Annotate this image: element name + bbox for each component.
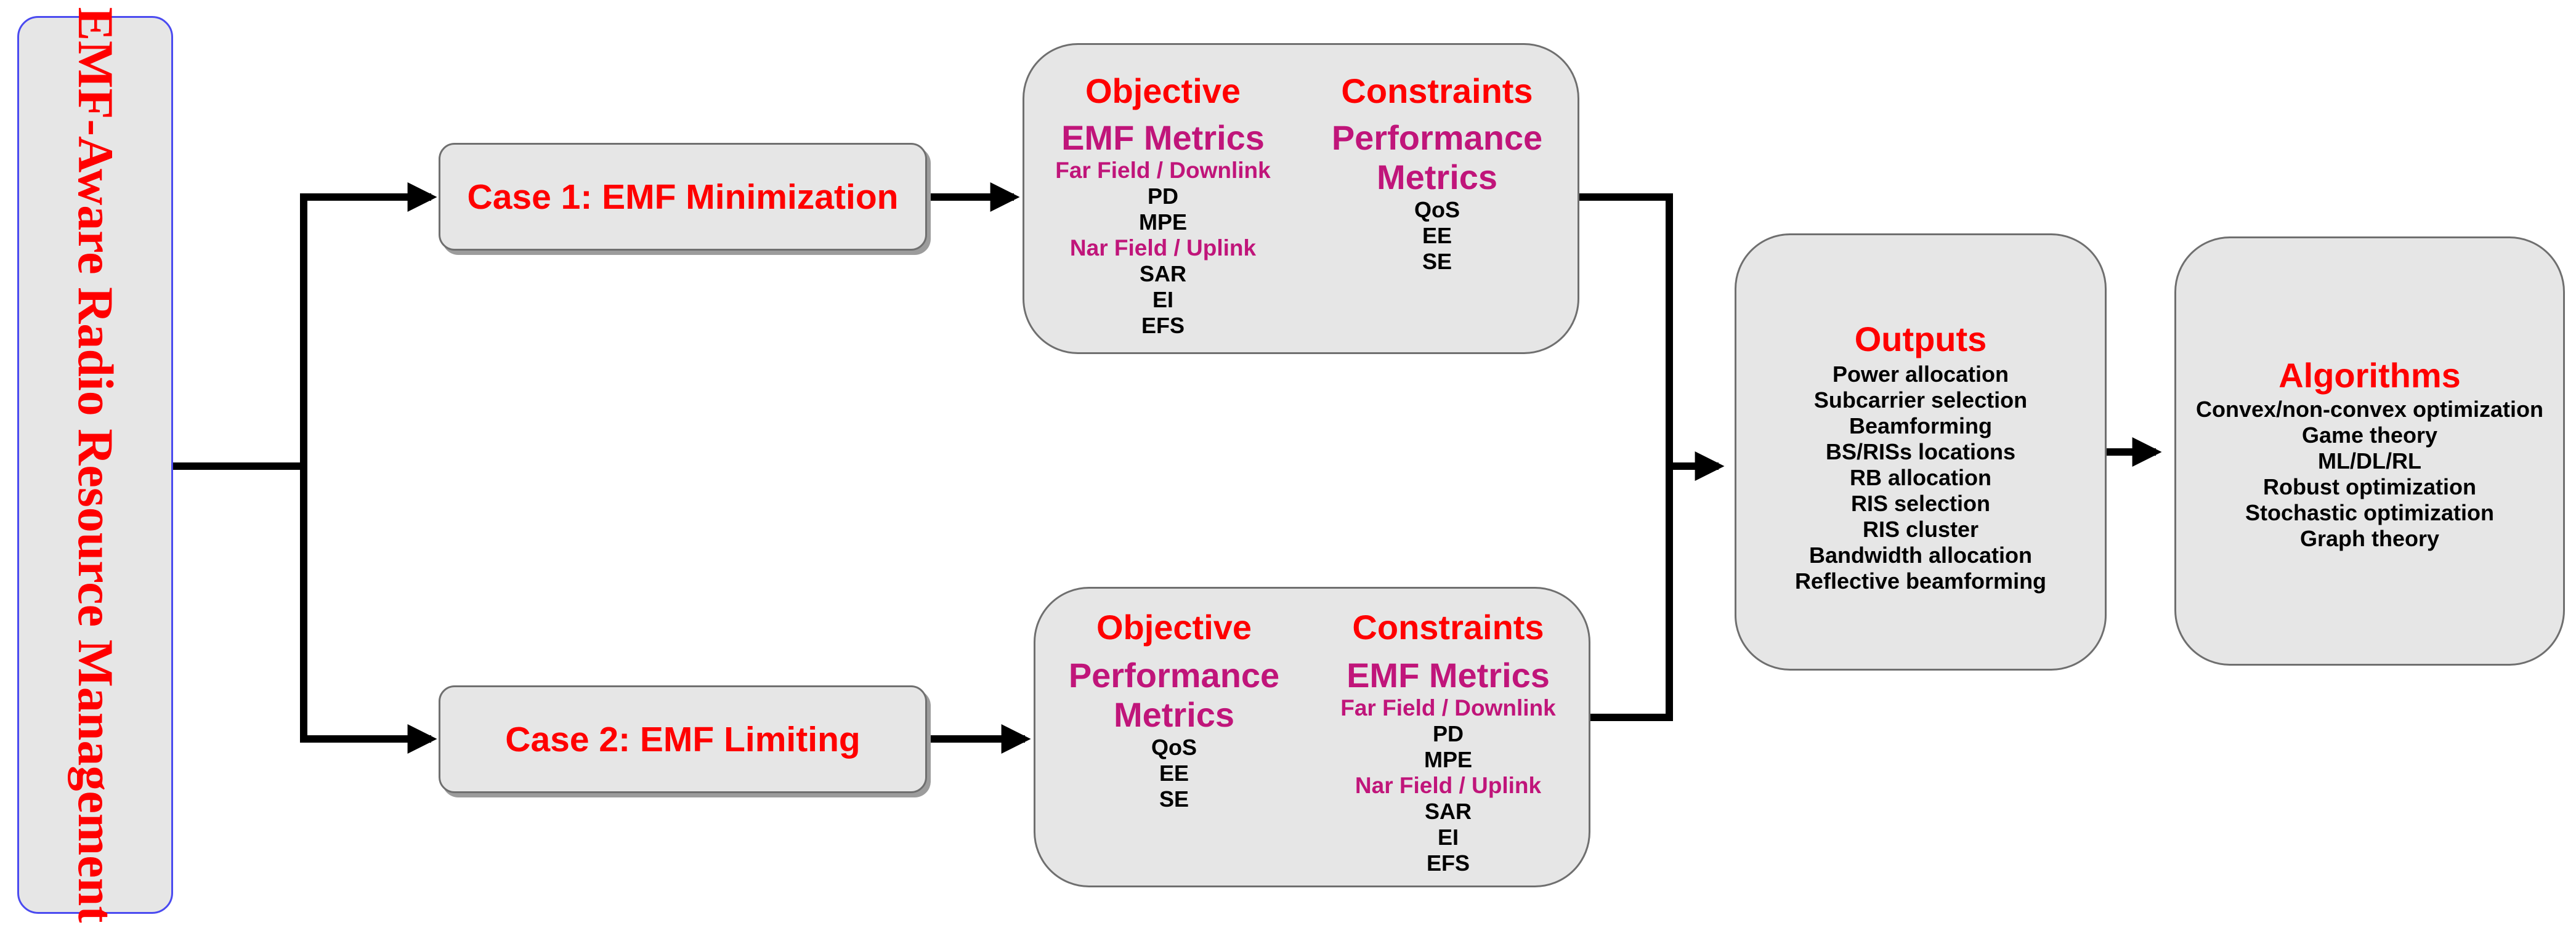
case1-box: Case 1: EMF Minimization [439,143,927,251]
algorithm-item: Graph theory [2299,526,2440,551]
outputs-box: Outputs Power allocation Subcarrier sele… [1735,233,2107,671]
output-item: RIS selection [1850,491,1991,516]
case1-metric-ee: EE [1422,223,1452,248]
case2-objective-column: Objective Performance Metrics QoS EE SE [1035,607,1313,812]
outputs-title: Outputs [1854,320,1987,358]
case1-metric-ei: EI [1152,287,1173,312]
output-item: RIS cluster [1862,517,1979,542]
algorithm-item: Convex/non-convex optimization [2195,397,2544,422]
case2-metric-qos: QoS [1151,735,1197,760]
case1-constraints-title-line1: Performance [1331,118,1543,157]
outputs-column: Outputs Power allocation Subcarrier sele… [1736,319,2105,594]
case2-metric-ee: EE [1159,760,1189,786]
case1-objective-title: EMF Metrics [1061,118,1265,157]
case1-metric-qos: QoS [1414,197,1460,222]
case1-far-field-label: Far Field / Downlink [1055,158,1271,183]
connector-box1-merge [1579,193,1673,717]
algorithm-item: Game theory [2301,422,2438,448]
algorithms-box: Algorithms Convex/non-convex optimizatio… [2174,236,2565,666]
case2-metric-sar: SAR [1424,799,1472,824]
algorithms-title: Algorithms [2278,356,2461,395]
title-box: EMF-Aware Radio Resource Management [17,7,173,923]
case1-metric-mpe: MPE [1138,209,1187,235]
output-item: Bandwidth allocation [1808,543,2032,568]
case2-constraints-header: Constraints [1352,608,1544,647]
diagram-title: EMF-Aware Radio Resource Management [67,7,124,923]
algorithm-item: Robust optimization [2263,474,2476,499]
output-item: BS/RISs locations [1825,439,2016,464]
algorithm-item: ML/DL/RL [2318,448,2421,474]
case2-near-field-label: Nar Field / Uplink [1355,773,1542,798]
case2-objective-header: Objective [1096,608,1252,647]
case2-objective-constraints-box: Objective Performance Metrics QoS EE SE … [1034,587,1590,887]
case2-objective-title-line2: Metrics [1113,695,1235,734]
case1-near-field-label: Nar Field / Uplink [1069,235,1257,260]
algorithms-column: Algorithms Convex/non-convex optimizatio… [2176,355,2563,552]
case2-constraints-column: Constraints EMF Metrics Far Field / Down… [1306,607,1590,876]
case1-objective-header: Objective [1085,71,1241,110]
output-item: Power allocation [1832,361,2009,387]
case2-far-field-label: Far Field / Downlink [1340,695,1556,720]
case2-box: Case 2: EMF Limiting [439,685,927,793]
case1-label: Case 1: EMF Minimization [467,177,899,217]
output-item: Subcarrier selection [1813,387,2028,413]
case2-constraints-title: EMF Metrics [1347,656,1550,695]
case2-metric-efs: EFS [1426,850,1470,876]
output-item: Reflective beamforming [1794,568,2047,594]
case1-metric-efs: EFS [1141,313,1185,338]
case1-constraints-column: Constraints Performance Metrics QoS EE S… [1295,71,1579,275]
case2-metric-ei: EI [1437,825,1459,850]
case2-metric-mpe: MPE [1424,747,1472,772]
case1-objective-constraints-box: Objective EMF Metrics Far Field / Downli… [1023,43,1579,354]
case2-metric-se: SE [1159,786,1189,812]
case1-constraints-header: Constraints [1341,71,1533,110]
output-item: RB allocation [1849,465,1992,490]
case1-constraints-title-line2: Metrics [1376,158,1498,196]
case1-objective-column: Objective EMF Metrics Far Field / Downli… [1024,71,1302,339]
case2-metric-pd: PD [1432,721,1464,746]
case1-metric-se: SE [1422,249,1452,274]
case1-metric-sar: SAR [1139,261,1186,286]
output-item: Beamforming [1849,413,1993,438]
case1-metric-pd: PD [1147,184,1178,209]
case2-objective-title-line1: Performance [1068,656,1280,695]
case2-label: Case 2: EMF Limiting [505,719,861,759]
algorithm-item: Stochastic optimization [2245,500,2495,525]
